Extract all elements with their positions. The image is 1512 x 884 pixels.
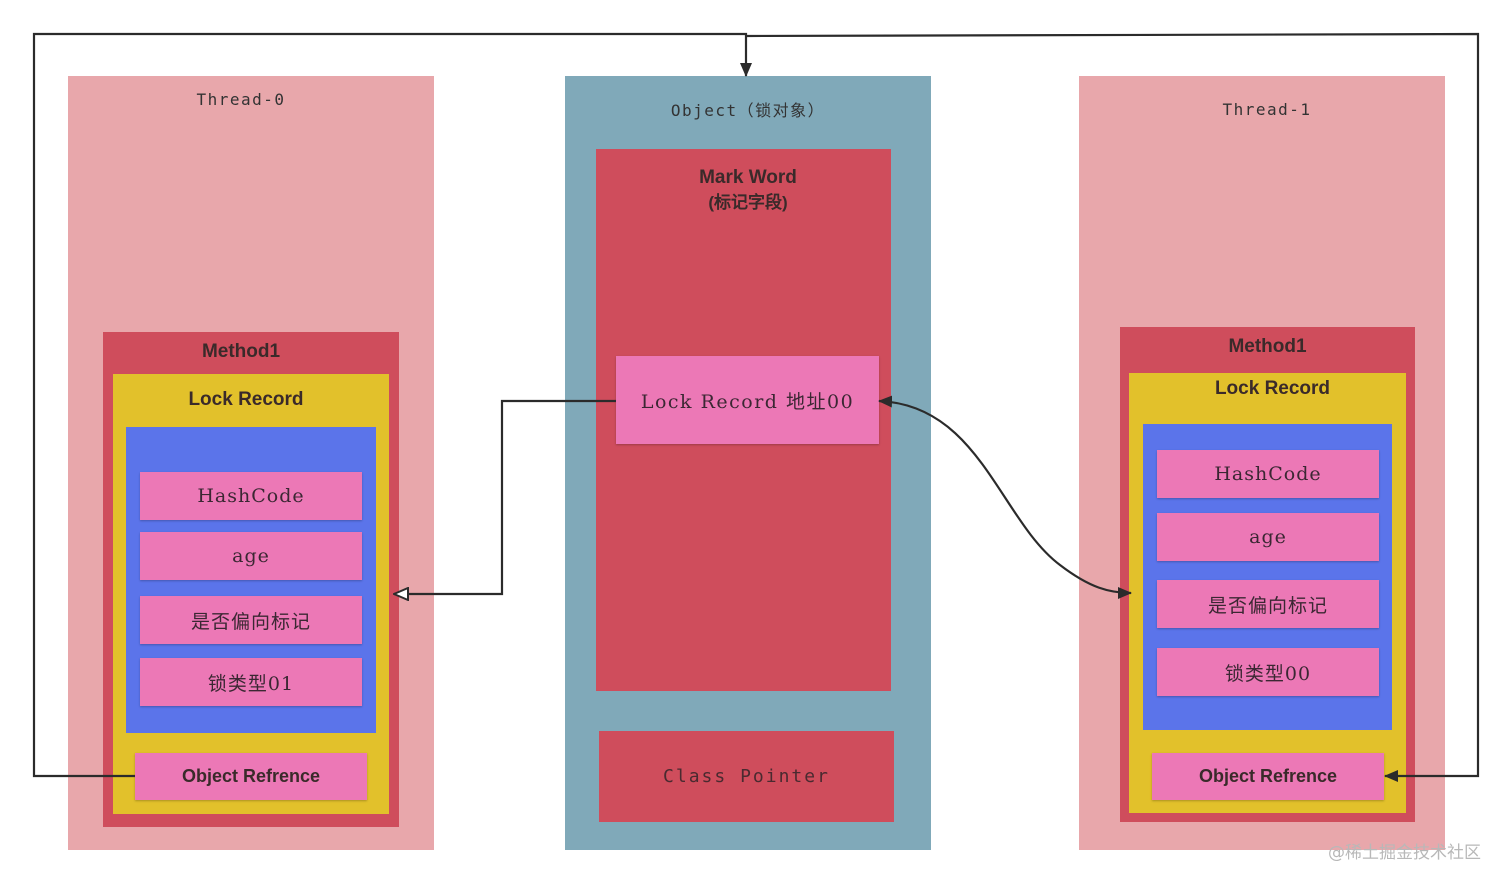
- object-title: Object（锁对象）: [670, 101, 826, 120]
- mark-word-to-thread-1-connector: [878, 395, 1132, 599]
- thread-0-field-age: age: [140, 532, 362, 580]
- thread-0-field-hashcode: HashCode: [140, 472, 362, 520]
- mark-word-to-thread-0-connector: [394, 399, 616, 594]
- thread-1-object-ref: Object Refrence: [1152, 753, 1384, 800]
- thread-0-title: Thread-0: [196, 89, 286, 109]
- thread-0-field-biased-flag: 是否偏向标记: [140, 596, 362, 644]
- thread-1-lock-record-title: Lock Record: [1214, 378, 1331, 399]
- watermark: @稀土掘金技术社区: [1328, 843, 1481, 863]
- class-pointer-block: Class Pointer: [599, 731, 894, 822]
- thread-0-ref-connector: [32, 32, 752, 778]
- thread-1-field-age: age: [1157, 513, 1379, 561]
- thread-0-lock-record-title: Lock Record: [188, 389, 304, 410]
- mark-word-subtitle: (标记字段): [708, 192, 788, 212]
- thread-1-field-lock-type: 锁类型00: [1157, 648, 1379, 696]
- mark-word-title: Mark Word: [699, 167, 797, 188]
- thread-1-field-hashcode: HashCode: [1157, 450, 1379, 498]
- thread-1-ref-connector: [745, 32, 1480, 782]
- lock-record-address: Lock Record 地址00: [616, 356, 879, 444]
- thread-0-field-lock-type: 锁类型01: [140, 658, 362, 706]
- thread-1-method-title: Method1: [1228, 336, 1307, 357]
- thread-1-title: Thread-1: [1222, 99, 1312, 119]
- thread-1-field-biased-flag: 是否偏向标记: [1157, 580, 1379, 628]
- thread-0-object-ref: Object Refrence: [135, 753, 367, 800]
- thread-0-method-title: Method1: [201, 341, 281, 362]
